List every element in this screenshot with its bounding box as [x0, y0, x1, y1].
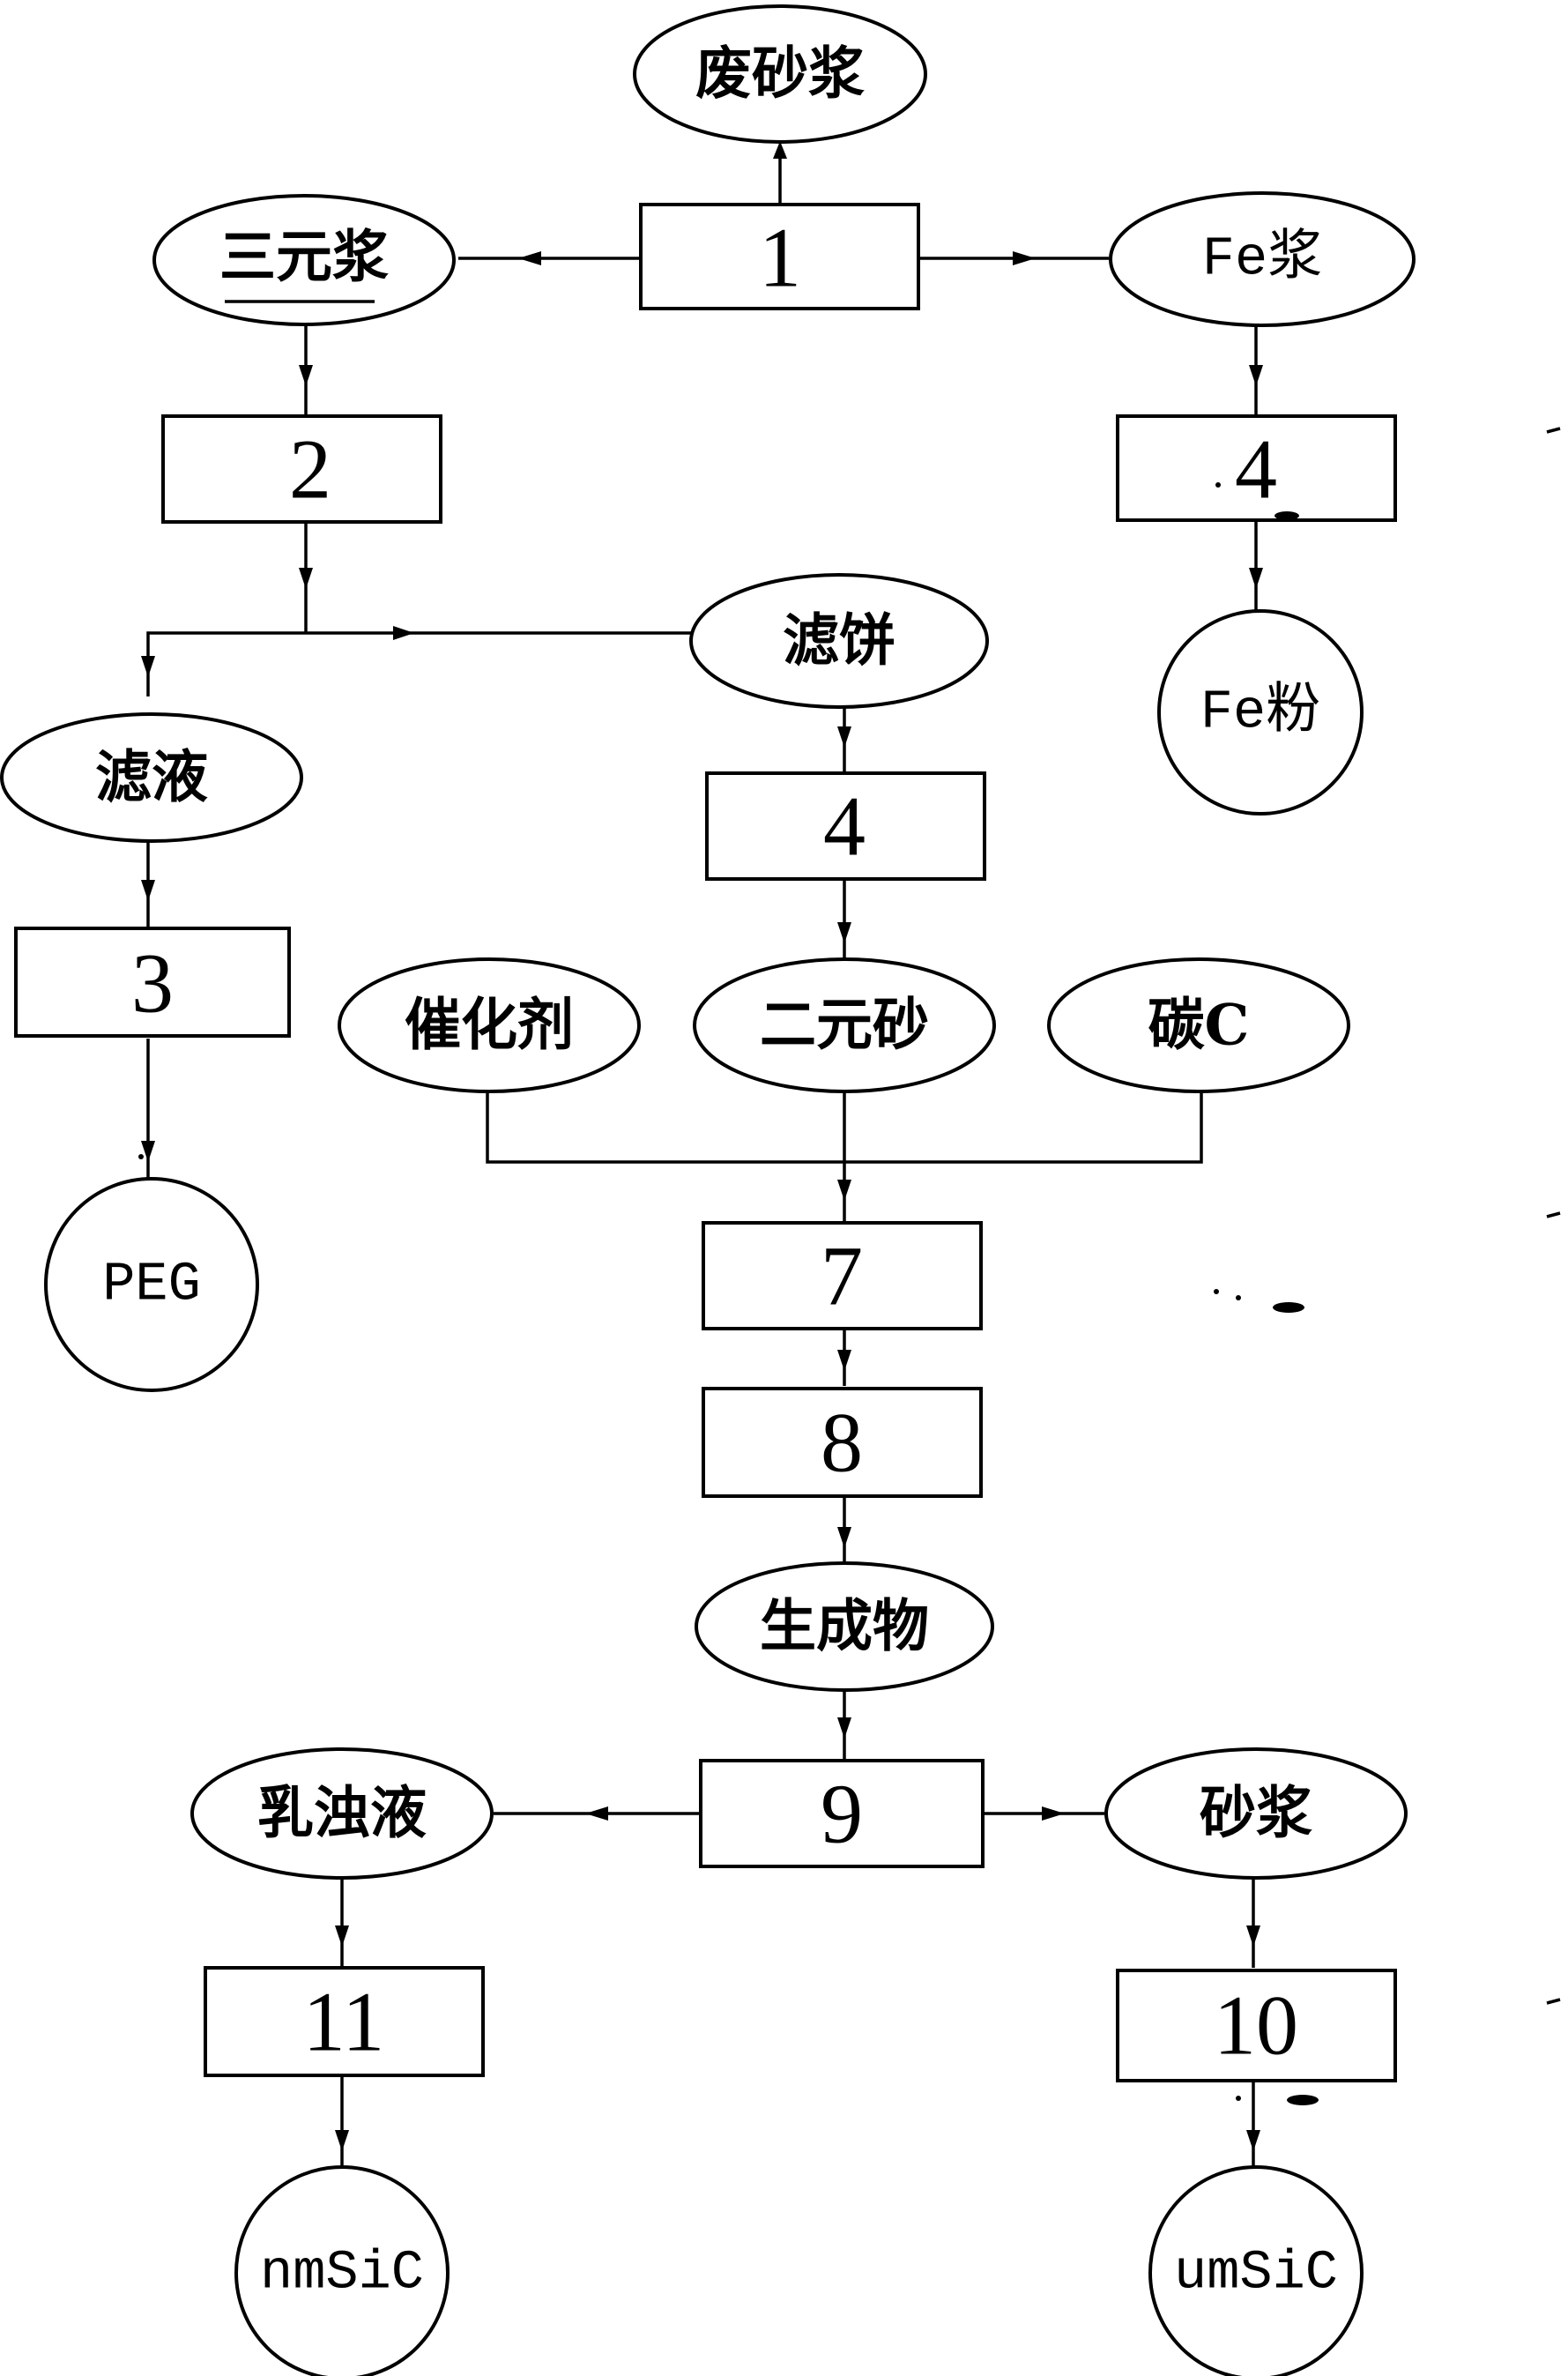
- node-carbon-label: 碳C: [1148, 993, 1250, 1059]
- arrowhead: [1013, 251, 1036, 265]
- step-9: 9: [699, 1759, 985, 1868]
- arrowhead: [837, 1527, 851, 1548]
- step-4-cake: 4: [705, 771, 986, 881]
- arrowhead: [335, 1925, 349, 1947]
- node-fe-slurry-label: Fe浆: [1202, 227, 1322, 291]
- node-product-label: 生成物: [760, 1594, 929, 1660]
- step-9-label: 9: [821, 1767, 863, 1861]
- node-fe-powder: Fe粉: [1157, 609, 1364, 816]
- arrowhead: [1246, 1925, 1260, 1947]
- step-8-label: 8: [821, 1396, 863, 1490]
- scan-dot: [1215, 482, 1221, 488]
- node-binary-sand: 二元砂: [693, 957, 996, 1093]
- arrowhead: [837, 1717, 851, 1739]
- nodes: 废砂浆 1 三元浆 Fe浆 2 4 滤: [0, 4, 1416, 2376]
- step-4-fe: 4: [1116, 414, 1397, 522]
- step-10: 10: [1116, 1969, 1397, 2082]
- arrowhead: [837, 1180, 851, 1201]
- connector-branch-horizontal: [146, 631, 696, 696]
- node-nm-sic: nmSiC: [234, 2165, 450, 2376]
- node-emulsion: 乳浊液: [190, 1747, 494, 1880]
- scan-smudge: [1287, 2095, 1319, 2105]
- arrowhead: [141, 1141, 155, 1162]
- scan-dot: [1236, 2096, 1241, 2101]
- node-fe-powder-label: Fe粉: [1200, 681, 1320, 744]
- node-sand-slurry-label: 砂浆: [1200, 1781, 1312, 1847]
- step-7-label: 7: [821, 1229, 863, 1323]
- step-4-cake-label: 4: [823, 779, 866, 874]
- scan-dot: [1236, 1295, 1241, 1300]
- step-11-label: 11: [303, 1975, 384, 2069]
- arrowhead: [1042, 1806, 1065, 1821]
- node-binary-sand-label: 二元砂: [760, 993, 929, 1059]
- step-3-label: 3: [131, 936, 174, 1031]
- arrowhead: [141, 880, 155, 901]
- scan-mark: [1546, 1998, 1561, 2005]
- node-catalyst: 催化剂: [338, 957, 641, 1093]
- step-7: 7: [702, 1221, 983, 1330]
- arrowhead: [299, 568, 313, 589]
- node-ternary-slurry: 三元浆: [152, 194, 456, 326]
- arrowhead: [585, 1806, 608, 1821]
- node-catalyst-label: 催化剂: [405, 993, 574, 1059]
- node-emulsion-label: 乳浊液: [257, 1781, 427, 1847]
- arrowhead: [299, 365, 313, 386]
- arrowhead: [141, 656, 155, 677]
- step-1-label: 1: [759, 211, 801, 305]
- node-filtrate-label: 滤液: [95, 745, 208, 811]
- step-11: 11: [204, 1966, 485, 2077]
- arrowhead: [1249, 568, 1263, 589]
- arrowhead: [773, 141, 787, 159]
- arrowhead: [837, 726, 851, 748]
- node-filter-cake: 滤饼: [689, 573, 989, 709]
- arrowhead: [837, 922, 851, 943]
- node-fe-slurry: Fe浆: [1109, 191, 1416, 327]
- step-4-fe-label: 4: [1235, 422, 1277, 517]
- connectors: [141, 141, 1263, 2171]
- arrowhead: [837, 1350, 851, 1371]
- arrowhead: [393, 626, 414, 640]
- node-sand-slurry: 砂浆: [1104, 1747, 1408, 1880]
- step-10-label: 10: [1214, 1978, 1298, 2073]
- scan-mark: [1546, 1211, 1561, 1218]
- scan-smudge: [1273, 1302, 1304, 1313]
- step-3: 3: [14, 927, 291, 1038]
- arrowhead: [1249, 365, 1263, 386]
- scan-artifacts: [138, 427, 1561, 2105]
- node-nm-sic-label: nmSiC: [260, 2242, 424, 2305]
- node-waste-slurry: 废砂浆: [633, 4, 927, 144]
- node-filtrate: 滤液: [0, 712, 303, 843]
- arrowhead: [335, 2130, 349, 2151]
- node-um-sic: umSiC: [1148, 2165, 1364, 2376]
- step-8: 8: [702, 1387, 983, 1498]
- step-2-label: 2: [289, 422, 331, 517]
- node-ternary-slurry-label: 三元浆: [219, 225, 389, 291]
- step-1: 1: [639, 203, 920, 310]
- scan-mark: [1546, 427, 1561, 434]
- step-2: 2: [161, 414, 442, 524]
- node-carbon: 碳C: [1047, 957, 1350, 1093]
- node-waste-slurry-label: 废砂浆: [695, 41, 865, 108]
- node-peg-label: PEG: [102, 1254, 201, 1316]
- node-um-sic-label: umSiC: [1174, 2242, 1338, 2305]
- scan-smudge: [1274, 511, 1299, 520]
- scan-dot: [1214, 1289, 1219, 1294]
- node-product: 生成物: [695, 1561, 994, 1692]
- node-peg: PEG: [44, 1177, 259, 1392]
- arrowhead: [1246, 2130, 1260, 2151]
- node-filter-cake-label: 滤饼: [783, 608, 895, 674]
- arrowhead: [518, 251, 541, 265]
- scan-dot: [138, 1154, 144, 1159]
